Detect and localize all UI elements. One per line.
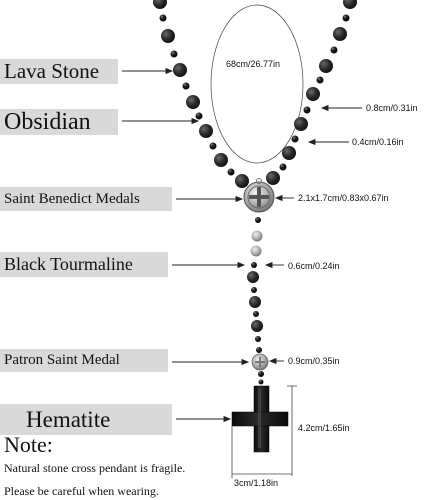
length-ellipse xyxy=(210,4,304,164)
lava-bead xyxy=(186,95,200,109)
lava-bead xyxy=(319,59,333,73)
label-patron-saint-medal: Patron Saint Medal xyxy=(0,349,168,372)
obsidian-bead xyxy=(227,168,235,176)
lava-bead xyxy=(306,87,320,101)
obsidian-bead xyxy=(256,347,262,353)
obsidian-bead xyxy=(255,217,261,223)
lava-bead xyxy=(247,271,259,283)
label-hematite: Hematite xyxy=(0,404,172,435)
label-obsidian: Obsidian xyxy=(0,109,118,135)
measure-benedict-medal: 2.1x1.7cm/0.83x0.67in xyxy=(298,193,389,203)
label-saint-benedict-medals: Saint Benedict Medals xyxy=(0,187,172,211)
measure-cross-length: 4.2cm/1.65in xyxy=(298,423,350,433)
hematite-cross xyxy=(231,385,289,453)
measure-tourmaline-bead: 0.6cm/0.24in xyxy=(288,261,340,271)
bead-strand xyxy=(153,0,357,385)
lava-bead xyxy=(199,124,213,138)
measure-cross-width: 3cm/1.18in xyxy=(234,478,279,488)
obsidian-bead xyxy=(195,112,203,120)
obsidian-bead xyxy=(316,76,324,84)
obsidian-bead xyxy=(303,106,311,114)
saint-benedict-medal xyxy=(243,178,275,213)
lava-bead xyxy=(266,171,280,185)
obsidian-bead xyxy=(342,14,350,22)
lava-bead xyxy=(153,0,167,9)
obsidian-bead xyxy=(291,135,299,143)
label-lava-stone: Lava Stone xyxy=(0,59,118,84)
note-line-1: Natural stone cross pendant is fragile. xyxy=(4,461,186,475)
silver-bead xyxy=(251,230,263,242)
measure-length: 68cm/26.77in xyxy=(226,59,281,69)
obsidian-bead xyxy=(209,142,217,150)
patron-saint-medal xyxy=(251,353,269,371)
obsidian-bead xyxy=(253,311,259,317)
obsidian-bead xyxy=(258,371,264,377)
note-line-2: Please be careful when wearing. xyxy=(4,484,159,498)
note-title: Note: xyxy=(4,432,53,457)
lava-bead xyxy=(282,146,296,160)
obsidian-bead xyxy=(159,14,167,22)
silver-bead xyxy=(250,245,262,257)
lava-bead xyxy=(173,63,187,77)
lava-bead xyxy=(249,296,261,308)
measure-large-bead: 0.8cm/0.31in xyxy=(366,103,418,113)
lava-bead xyxy=(294,117,308,131)
obsidian-bead xyxy=(258,379,264,385)
lava-bead xyxy=(251,320,263,332)
obsidian-bead xyxy=(251,287,257,293)
lava-bead xyxy=(343,0,357,9)
lava-bead xyxy=(214,153,228,167)
measure-patron-medal: 0.9cm/0.35in xyxy=(288,356,340,366)
obsidian-bead xyxy=(255,336,261,342)
obsidian-bead xyxy=(251,262,257,268)
pointer-arrows xyxy=(122,67,362,423)
obsidian-bead xyxy=(182,82,190,90)
obsidian-bead xyxy=(170,50,178,58)
measure-small-bead: 0.4cm/0.16in xyxy=(352,137,404,147)
obsidian-bead xyxy=(330,46,338,54)
lava-bead xyxy=(161,29,175,43)
label-black-tourmaline: Black Tourmaline xyxy=(0,252,168,277)
obsidian-bead xyxy=(279,163,287,171)
lava-bead xyxy=(235,174,249,188)
lava-bead xyxy=(333,27,347,41)
cross-dimension-lines xyxy=(231,385,297,478)
